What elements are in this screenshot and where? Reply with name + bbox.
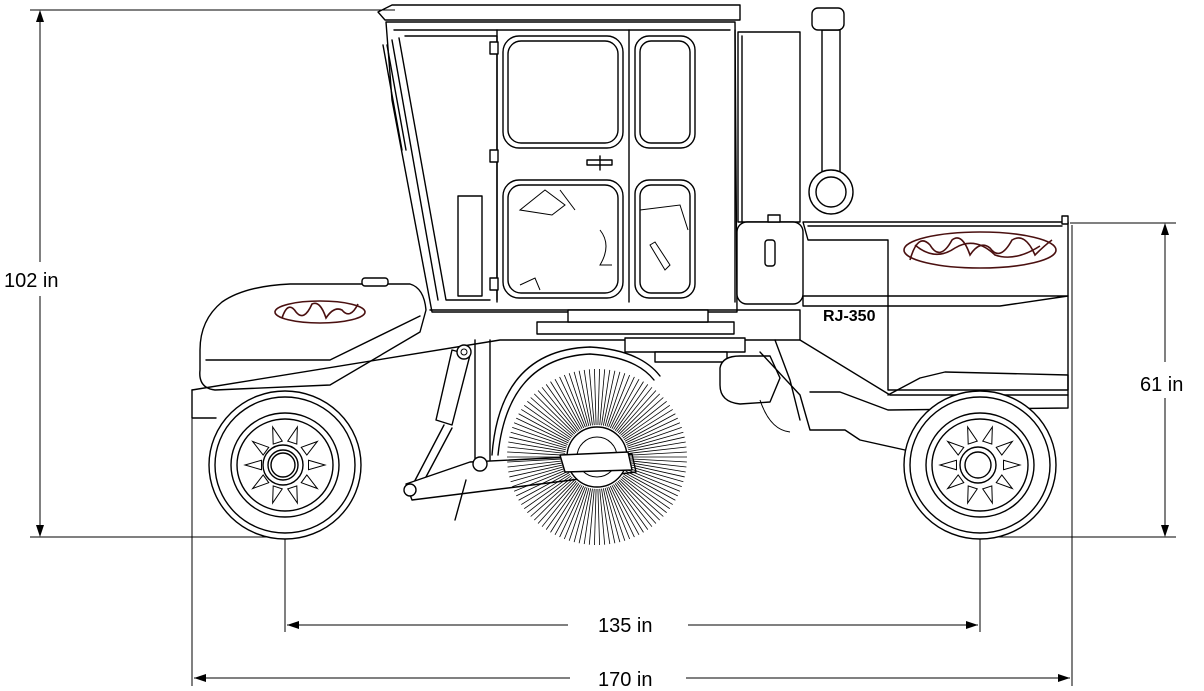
body-height-dimension: 61 in <box>990 222 1183 538</box>
wheelbase-label: 135 in <box>598 615 653 637</box>
broom-bristles <box>507 369 687 545</box>
operator-cab <box>377 4 741 313</box>
overall-height-dimension: 102 in <box>4 9 395 538</box>
overall-height-label: 102 in <box>4 270 59 292</box>
model-label: RJ-350 <box>823 308 876 325</box>
side-broom <box>491 346 687 545</box>
rear-wheel-lugs <box>938 425 1022 505</box>
front-wheel-lugs <box>243 425 327 505</box>
body-height-label: 61 in <box>1140 374 1183 396</box>
overall-length-dimension: 170 in <box>191 225 1073 691</box>
engine-housing <box>736 7 1069 396</box>
wheelbase-dimension: 135 in <box>284 445 981 637</box>
front-brand-logo <box>274 300 366 324</box>
front-wheel <box>208 390 362 540</box>
overall-length-label: 170 in <box>598 669 653 691</box>
rear-brand-logo <box>903 231 1057 269</box>
front-body: RJ-350 <box>191 277 1069 419</box>
rear-wheel <box>903 390 1057 540</box>
